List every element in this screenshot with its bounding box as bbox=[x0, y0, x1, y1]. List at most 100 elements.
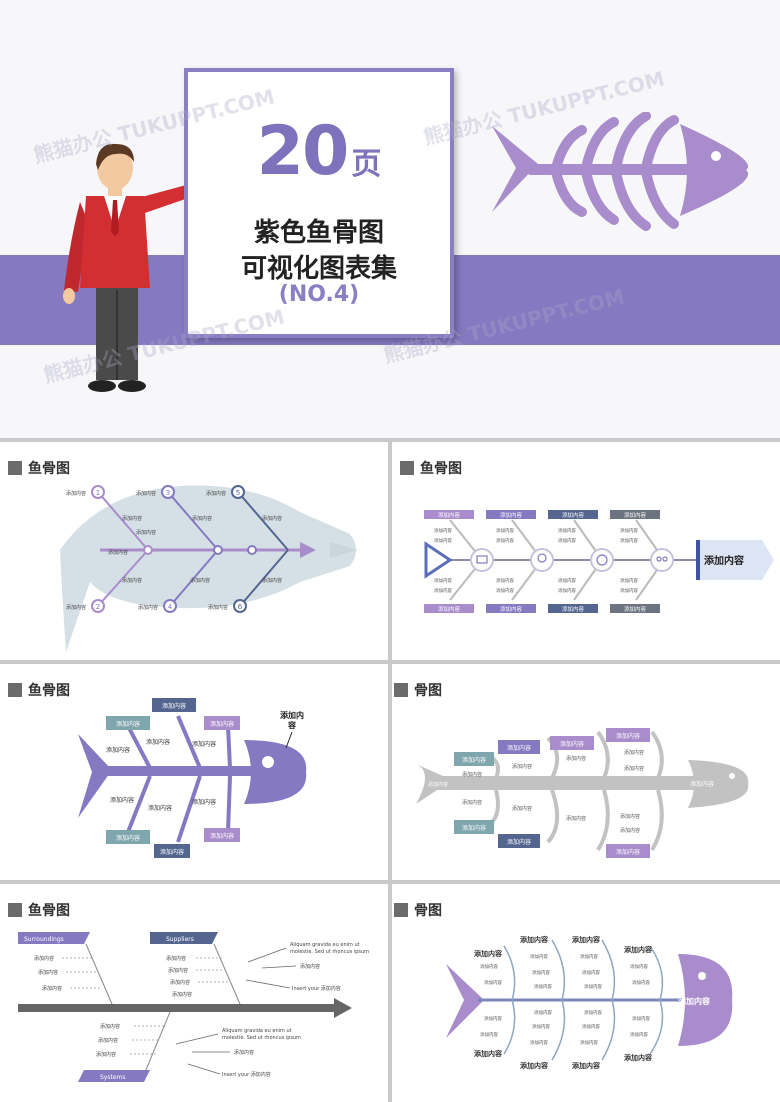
node-number: 4 bbox=[168, 603, 173, 611]
cause-label: 添加内容 bbox=[566, 755, 586, 762]
slide-thumbnail-4[interactable]: 骨图 添加内容添加内容 添加内容添加内容 添加内容添加内容 添加内容 添加内容添… bbox=[392, 664, 780, 880]
slide-thumbnail-2[interactable]: 鱼骨图 添加内容添加内容 添加内容添加内容 添加内容添加内容 添加内容添加内容 bbox=[392, 442, 780, 660]
branch-title: 添加内容 bbox=[474, 1049, 502, 1058]
branch-label: 添加内容 bbox=[122, 577, 142, 584]
branch-label: 添加内容 bbox=[190, 577, 210, 584]
title-line-2: 可视化图表集 bbox=[240, 254, 397, 284]
cause-label: 添加内容 bbox=[192, 798, 216, 806]
item-label: 添加内容 bbox=[632, 979, 650, 986]
title-line-1: 紫色鱼骨图 bbox=[253, 218, 384, 248]
branch-label: 添加内容 bbox=[262, 515, 282, 522]
item-label: 添加内容 bbox=[434, 587, 452, 594]
item-label: 添加内容 bbox=[620, 537, 638, 544]
category-box: 添加内容 bbox=[462, 824, 486, 832]
branch-label: 添加内容 bbox=[192, 515, 212, 522]
tail-label: 添加内容 bbox=[428, 781, 448, 788]
category-box: 添加内容 bbox=[560, 740, 584, 748]
slide-title: 鱼骨图 bbox=[400, 458, 462, 478]
branch-title: 添加内容 bbox=[520, 1061, 548, 1070]
item-label: 添加内容 bbox=[532, 1023, 550, 1030]
item-label: 添加内容 bbox=[620, 577, 638, 584]
note-text: Aliquam gravida eu enim ut bbox=[222, 1028, 292, 1034]
item-label: 添加内容 bbox=[480, 1031, 498, 1038]
item-label: 添加内容 bbox=[620, 527, 638, 534]
header-label: 添加内容 bbox=[500, 511, 523, 519]
category-box: 添加内容 bbox=[116, 720, 140, 728]
note-text: Insert your 添加内容 bbox=[292, 985, 341, 992]
category-box: 添加内容 bbox=[162, 702, 186, 710]
slide-thumbnail-3[interactable]: 鱼骨图 添加内容添加内容添加内容 添加内容添加内容添加内容 添加内容添加内容添加… bbox=[0, 664, 388, 880]
item-label: 添加内容 bbox=[434, 577, 452, 584]
category-box: 添加内容 bbox=[507, 838, 531, 846]
cause-label: 添加内容 bbox=[566, 815, 586, 822]
note-text: 添加内容 bbox=[300, 963, 320, 970]
title-square-icon bbox=[8, 903, 22, 917]
cause-label: 添加内容 bbox=[512, 763, 532, 770]
item-label: 添加内容 bbox=[170, 979, 190, 986]
node-number: 6 bbox=[238, 603, 243, 611]
globe-icon bbox=[596, 554, 608, 566]
cause-label: 添加内容 bbox=[624, 749, 644, 756]
cause-label: 添加内容 bbox=[512, 805, 532, 812]
header-label: 添加内容 bbox=[438, 605, 461, 613]
slide-thumbnail-6[interactable]: 骨图 添加内容添加内容 添加内容添加内容 添加内容添加内容 添加内容添加内容 添… bbox=[392, 884, 780, 1102]
item-label: 添加内容 bbox=[496, 577, 514, 584]
category-box: 添加内容 bbox=[507, 744, 531, 752]
mail-icon bbox=[476, 555, 488, 564]
icon-fishbone-diagram: 添加内容添加内容 添加内容添加内容 添加内容添加内容 添加内容添加内容 添加内容… bbox=[424, 510, 774, 613]
note-text: molestie. Sed ut rhoncus ipsum bbox=[222, 1035, 301, 1041]
note-text: 添加内容 bbox=[234, 1049, 254, 1056]
item-label: 添加内容 bbox=[172, 991, 192, 998]
branch-title: 添加内容 bbox=[520, 935, 548, 944]
item-label: 添加内容 bbox=[582, 1023, 600, 1030]
suppliers-label: Suppliers bbox=[166, 936, 194, 943]
category-box: 添加内容 bbox=[616, 848, 640, 856]
item-label: 添加内容 bbox=[434, 537, 452, 544]
category-box: 添加内容 bbox=[616, 732, 640, 740]
slide-title: 骨图 bbox=[394, 900, 442, 920]
effect-label: 添加内 bbox=[280, 710, 304, 720]
item-label: 添加内容 bbox=[584, 983, 602, 990]
branch-title: 添加内容 bbox=[624, 1053, 652, 1062]
branch-label: 添加内容 bbox=[122, 515, 142, 522]
fish-node-diagram: 1 3 5 2 4 6 添加内容 添加内容 添加内容 添加内容 添加内容 添加内… bbox=[60, 485, 358, 652]
head-label: 添加内容 bbox=[704, 554, 744, 567]
item-label: 添加内容 bbox=[42, 985, 62, 992]
cause-label: 添加内容 bbox=[110, 796, 134, 804]
node-label: 添加内容 bbox=[138, 604, 158, 611]
item-label: 添加内容 bbox=[496, 587, 514, 594]
item-label: 添加内容 bbox=[582, 969, 600, 976]
item-label: 添加内容 bbox=[484, 979, 502, 986]
item-label: 添加内容 bbox=[98, 1037, 118, 1044]
cause-label: 添加内容 bbox=[462, 799, 482, 806]
cause-label: 添加内容 bbox=[146, 738, 170, 746]
surroundings-label: Surroundings bbox=[24, 936, 64, 943]
slide-title: 鱼骨图 bbox=[8, 900, 70, 920]
cause-label: 添加内容 bbox=[624, 765, 644, 772]
head-label: 添加内容 bbox=[678, 996, 710, 1006]
systems-label: Systems bbox=[100, 1074, 126, 1081]
node-label: 添加内容 bbox=[66, 604, 86, 611]
header-label: 添加内容 bbox=[438, 511, 461, 519]
item-label: 添加内容 bbox=[38, 969, 58, 976]
slide-thumbnail-1[interactable]: 鱼骨图 1 3 5 2 4 6 添加内容 添加内容 添加内容 添加内容 bbox=[0, 442, 388, 660]
item-label: 添加内容 bbox=[558, 587, 576, 594]
page-count-number: 20 bbox=[256, 112, 350, 191]
slide-thumbnail-5[interactable]: 鱼骨图 Surroundings Suppliers Systems 添加内容添… bbox=[0, 884, 388, 1102]
node-label: 添加内容 bbox=[208, 604, 228, 611]
effect-label: 容 bbox=[287, 720, 296, 730]
title-square-icon bbox=[8, 683, 22, 697]
item-label: 添加内容 bbox=[530, 953, 548, 960]
item-label: 添加内容 bbox=[496, 527, 514, 534]
branch-label: 添加内容 bbox=[136, 529, 156, 536]
node-number: 2 bbox=[96, 603, 100, 611]
item-label: 添加内容 bbox=[484, 1015, 502, 1022]
cause-label: 添加内容 bbox=[620, 813, 640, 820]
branch-label: 添加内容 bbox=[262, 577, 282, 584]
item-label: 添加内容 bbox=[480, 963, 498, 970]
page-count-unit: 页 bbox=[351, 147, 382, 182]
title-square-icon bbox=[394, 683, 408, 697]
